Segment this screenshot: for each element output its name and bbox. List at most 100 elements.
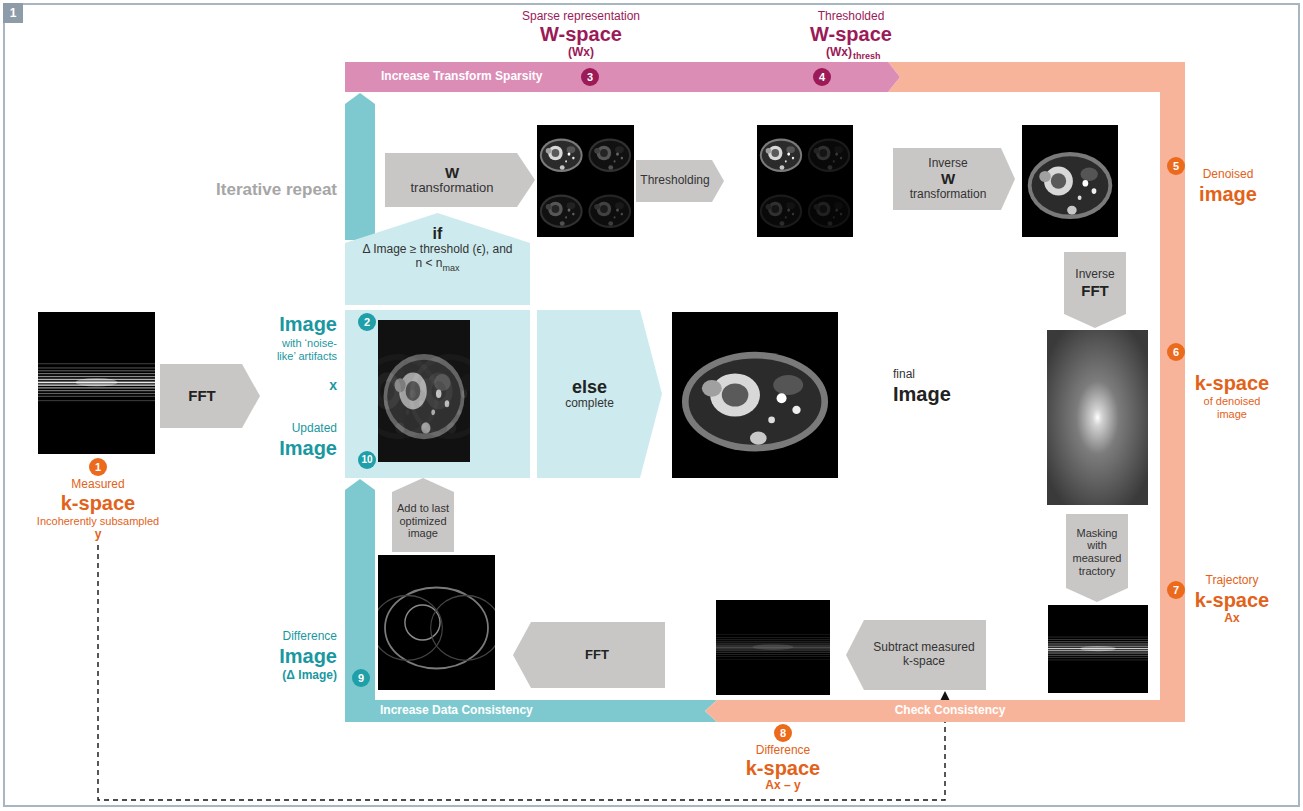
node-text: Thresholding (640, 174, 709, 188)
image-ground (716, 600, 830, 695)
repeat-band (345, 93, 375, 240)
node-text: if (433, 225, 443, 243)
node-shape (385, 153, 535, 207)
section-title: W-space (810, 23, 892, 46)
node-content: Measuredk-spaceIncoherently subsampledy (28, 477, 168, 543)
node-text: Subtract measured k-space (873, 641, 975, 669)
kspace-picture (1048, 605, 1148, 693)
label-holder: Ax (1224, 612, 1239, 626)
section-caption: Difference (283, 630, 337, 644)
image-ground (378, 320, 470, 462)
node-outline (1064, 252, 1126, 328)
callout-circle: 10 (358, 451, 376, 469)
measured-kspace: Measuredk-spaceIncoherently subsampledy (28, 477, 168, 543)
label-holder: k-space (1195, 372, 1270, 395)
callout-circle: 9 (352, 669, 370, 687)
edge-trace (405, 605, 440, 640)
decision-arrow: ifΔ Image ≥ threshold (ϵ), and n < nmax (345, 213, 530, 305)
artifact-image (352, 320, 496, 462)
node-outline (1066, 514, 1128, 602)
section-caption: Sparse representation (522, 10, 640, 24)
node-outline (537, 310, 662, 478)
callout-number: 1 (89, 458, 107, 476)
node-text: W (445, 164, 459, 181)
process-arrow: Thresholding (636, 160, 724, 202)
label-holder: Difference (756, 744, 810, 758)
node-text: W (941, 170, 955, 187)
callout-number: 6 (1167, 343, 1185, 361)
callout-number: 3 (581, 68, 599, 86)
node-content: Subtract measured k-space (868, 624, 980, 686)
label-holder: Thresholded (818, 10, 885, 24)
figure-tab (3, 3, 23, 23)
edge-trace (385, 587, 488, 668)
process-arrow: Add to last optimized image (392, 478, 454, 552)
kspace-picture (716, 600, 830, 695)
image-panel (345, 310, 530, 478)
difference-kspace-image (716, 600, 830, 695)
arrow-head (940, 691, 950, 701)
label-holder: k-space (1195, 589, 1270, 612)
denoised-kspace-image (1047, 330, 1148, 505)
mri-picture (757, 181, 805, 237)
label-holder: W-space (540, 23, 622, 46)
callout-number: 4 (813, 68, 831, 86)
section-title: k-space (1195, 372, 1270, 395)
figure-tab-holder: 1 (3, 3, 23, 23)
mri-picture (378, 320, 470, 462)
formula: (Wx) (826, 46, 852, 60)
node-content: FFT (535, 626, 659, 684)
process-arrow: FFT (513, 622, 665, 688)
node-text: y (95, 528, 102, 542)
node-text: complete (565, 397, 614, 411)
label-holder: thresh (853, 51, 881, 61)
data-consistency-band (345, 479, 375, 722)
node-text: Measured (71, 478, 124, 492)
noise-veil (378, 320, 470, 462)
callout-number: 8 (774, 724, 792, 742)
callout-circle: 4 (813, 68, 831, 86)
callout-circle: 6 (1167, 343, 1185, 361)
edge-trace (372, 596, 442, 661)
mri-picture (586, 181, 635, 237)
figure-frame (4, 4, 1299, 806)
label-holder: Ax – y (765, 779, 800, 793)
mri-picture (672, 312, 838, 478)
kspace-picture (1047, 330, 1148, 505)
node-text: max (443, 263, 460, 273)
label-holder: k-space (746, 757, 821, 780)
label-holder: Sparse representation (522, 10, 640, 24)
callout-circle: 3 (581, 68, 599, 86)
label-holder: (Wx) (826, 46, 852, 60)
process-arrow: InverseFFT (1064, 252, 1126, 328)
node-text: Inverse (1075, 268, 1114, 282)
difference-image (372, 555, 501, 690)
trajectory-kspace-image (1048, 605, 1148, 693)
node-content: Check Consistency (719, 700, 1181, 722)
node-content: Thresholding (642, 164, 708, 198)
node-content: Add to last optimized image (395, 494, 451, 548)
callout-number: 7 (1167, 581, 1185, 599)
mri-picture (537, 125, 586, 181)
section-title: Image (279, 645, 337, 668)
node-text: Check Consistency (895, 704, 1006, 718)
mri-picture (586, 125, 635, 181)
node-text: FFT (585, 648, 609, 663)
label-holder: Image (893, 383, 951, 406)
label-holder: Difference (283, 630, 337, 644)
process-arrow: Wtransformation (385, 153, 535, 207)
figure-number: 1 (3, 3, 23, 23)
mri-picture (805, 125, 853, 181)
node-outline (846, 620, 986, 690)
node-content: ifΔ Image ≥ threshold (ϵ), and n < nmax (349, 225, 526, 301)
dashed-line (98, 545, 945, 800)
text-holder: Updated (292, 422, 337, 436)
check-consistency-band: Check Consistency (705, 700, 1185, 722)
formula: Ax (1224, 612, 1239, 626)
image-ground (378, 555, 495, 690)
callout-number: 5 (1167, 157, 1185, 175)
callout-number: 9 (352, 669, 370, 687)
node-text: k-space (61, 492, 136, 515)
node-text: Inverse (928, 157, 967, 171)
section-caption: Difference (756, 744, 810, 758)
